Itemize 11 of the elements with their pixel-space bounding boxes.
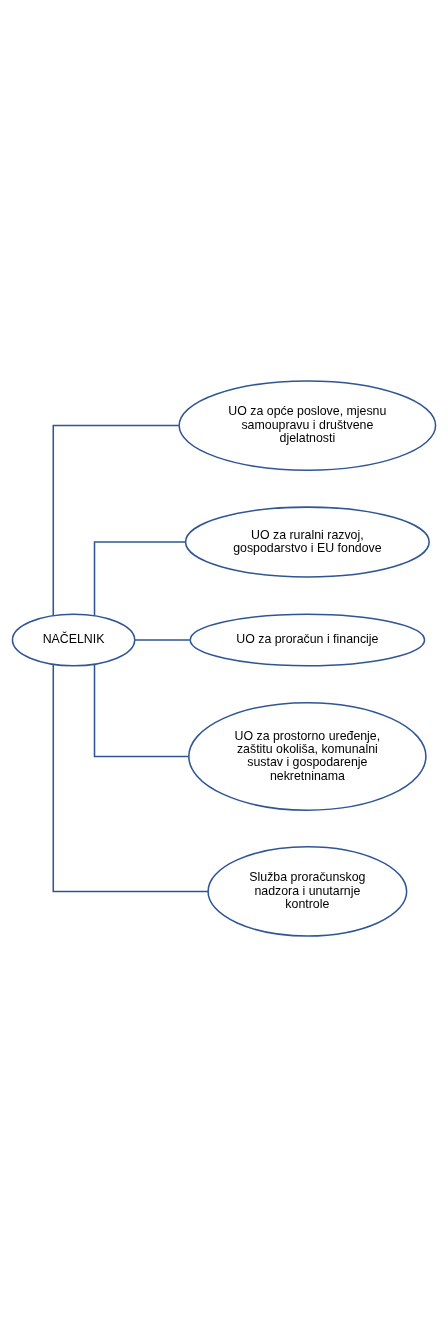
node-ellipse: UO za ruralni razvoj, gospodarstvo i EU fondove (184, 506, 430, 578)
node-ellipse: UO za prostorno uređenje, zaštitu okoliša, komunalni sustav i gospodarenje nekretninama (188, 701, 427, 811)
node-ellipse: UO za proračun i financije (189, 613, 426, 667)
connector (52, 424, 180, 617)
node-ellipse: UO za opće poslove, mjesnu samoupravu i društvene djelatnosti (178, 380, 437, 471)
connector (134, 639, 191, 641)
connector (93, 541, 187, 617)
connector (93, 663, 190, 758)
connector (52, 663, 209, 893)
node-ellipse: NAČELNIK (11, 613, 136, 667)
node-ellipse: Služba proračunskog nadzora i unutarnje kontrole (207, 846, 408, 937)
